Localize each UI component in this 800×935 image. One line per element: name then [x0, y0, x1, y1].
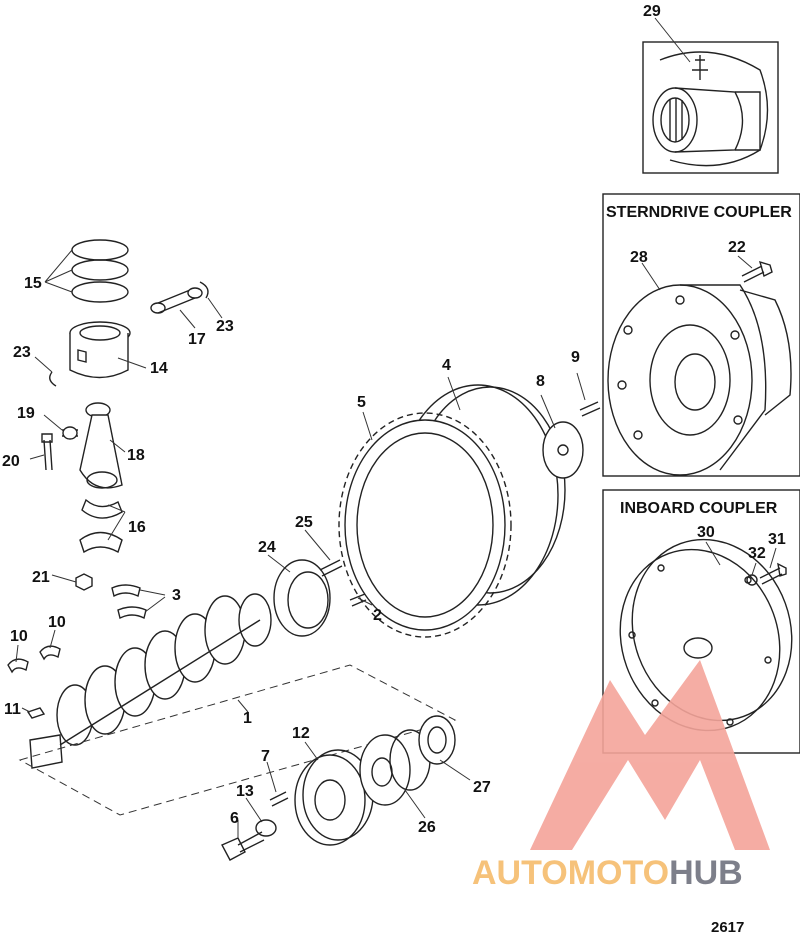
callout-15: 15: [24, 275, 42, 292]
callout-23b: 23: [13, 344, 31, 361]
callout-6: 6: [230, 810, 239, 827]
crankshaft: [29, 593, 272, 769]
callout-10a: 10: [10, 628, 28, 645]
callout-13: 13: [236, 783, 254, 800]
leader-lines: [15, 17, 777, 838]
sterndrive-coupler-box: STERNDRIVE COUPLER: [602, 193, 800, 477]
callout-10b: 10: [48, 614, 66, 631]
callout-20: 20: [2, 453, 20, 470]
callout-31: 31: [768, 531, 786, 548]
callout-19: 19: [17, 405, 35, 422]
callout-21: 21: [32, 569, 50, 586]
callout-24: 24: [258, 539, 276, 556]
watermark-text: AUTOMOTOHUB: [472, 854, 743, 892]
callout-7: 7: [261, 748, 270, 765]
inboard-coupler-box: INBOARD COUPLER: [602, 489, 800, 754]
callout-12: 12: [292, 725, 310, 742]
watermark-text-dark: HUB: [669, 854, 743, 892]
callout-labels: 1 2 3 4 5 6 7 8 9 10 10 11 12 13 14 15 1…: [2, 3, 786, 836]
callout-11: 11: [4, 701, 21, 718]
callout-32: 32: [748, 545, 766, 562]
crankshaft-pulley: [221, 715, 456, 861]
callout-2: 2: [373, 607, 382, 624]
callout-30: 30: [697, 524, 715, 541]
callout-29: 29: [643, 3, 661, 20]
watermark-triangle: [530, 660, 770, 850]
callout-22: 22: [728, 239, 746, 256]
callout-5: 5: [357, 394, 366, 411]
figure-number: 2617: [711, 919, 744, 935]
callout-14: 14: [150, 360, 168, 377]
callout-16: 16: [128, 519, 146, 536]
piston-assembly: [49, 239, 209, 387]
ring-gear: [338, 412, 512, 638]
inboard-coupler-title: INBOARD COUPLER: [620, 500, 778, 517]
watermark-logo: [530, 660, 770, 850]
connecting-rod: [7, 402, 147, 719]
callout-27: 27: [473, 779, 491, 796]
callout-25: 25: [295, 514, 313, 531]
callout-23a: 23: [216, 318, 234, 335]
coupler-plate: [542, 401, 601, 479]
callout-28: 28: [630, 249, 648, 266]
callout-9: 9: [571, 349, 580, 366]
callout-4: 4: [442, 357, 451, 374]
watermark-text-accent: AUTOMOTO: [472, 854, 669, 892]
callout-8: 8: [536, 373, 545, 390]
callout-18: 18: [127, 447, 145, 464]
assembly-outline: [18, 664, 457, 816]
callout-1: 1: [243, 710, 252, 727]
callout-3: 3: [172, 587, 181, 604]
callout-17: 17: [188, 331, 206, 348]
bearing-detail-inset: [642, 41, 779, 174]
rear-seal-housing: [273, 559, 367, 637]
callout-26: 26: [418, 819, 436, 836]
sterndrive-coupler-title: STERNDRIVE COUPLER: [606, 204, 792, 221]
